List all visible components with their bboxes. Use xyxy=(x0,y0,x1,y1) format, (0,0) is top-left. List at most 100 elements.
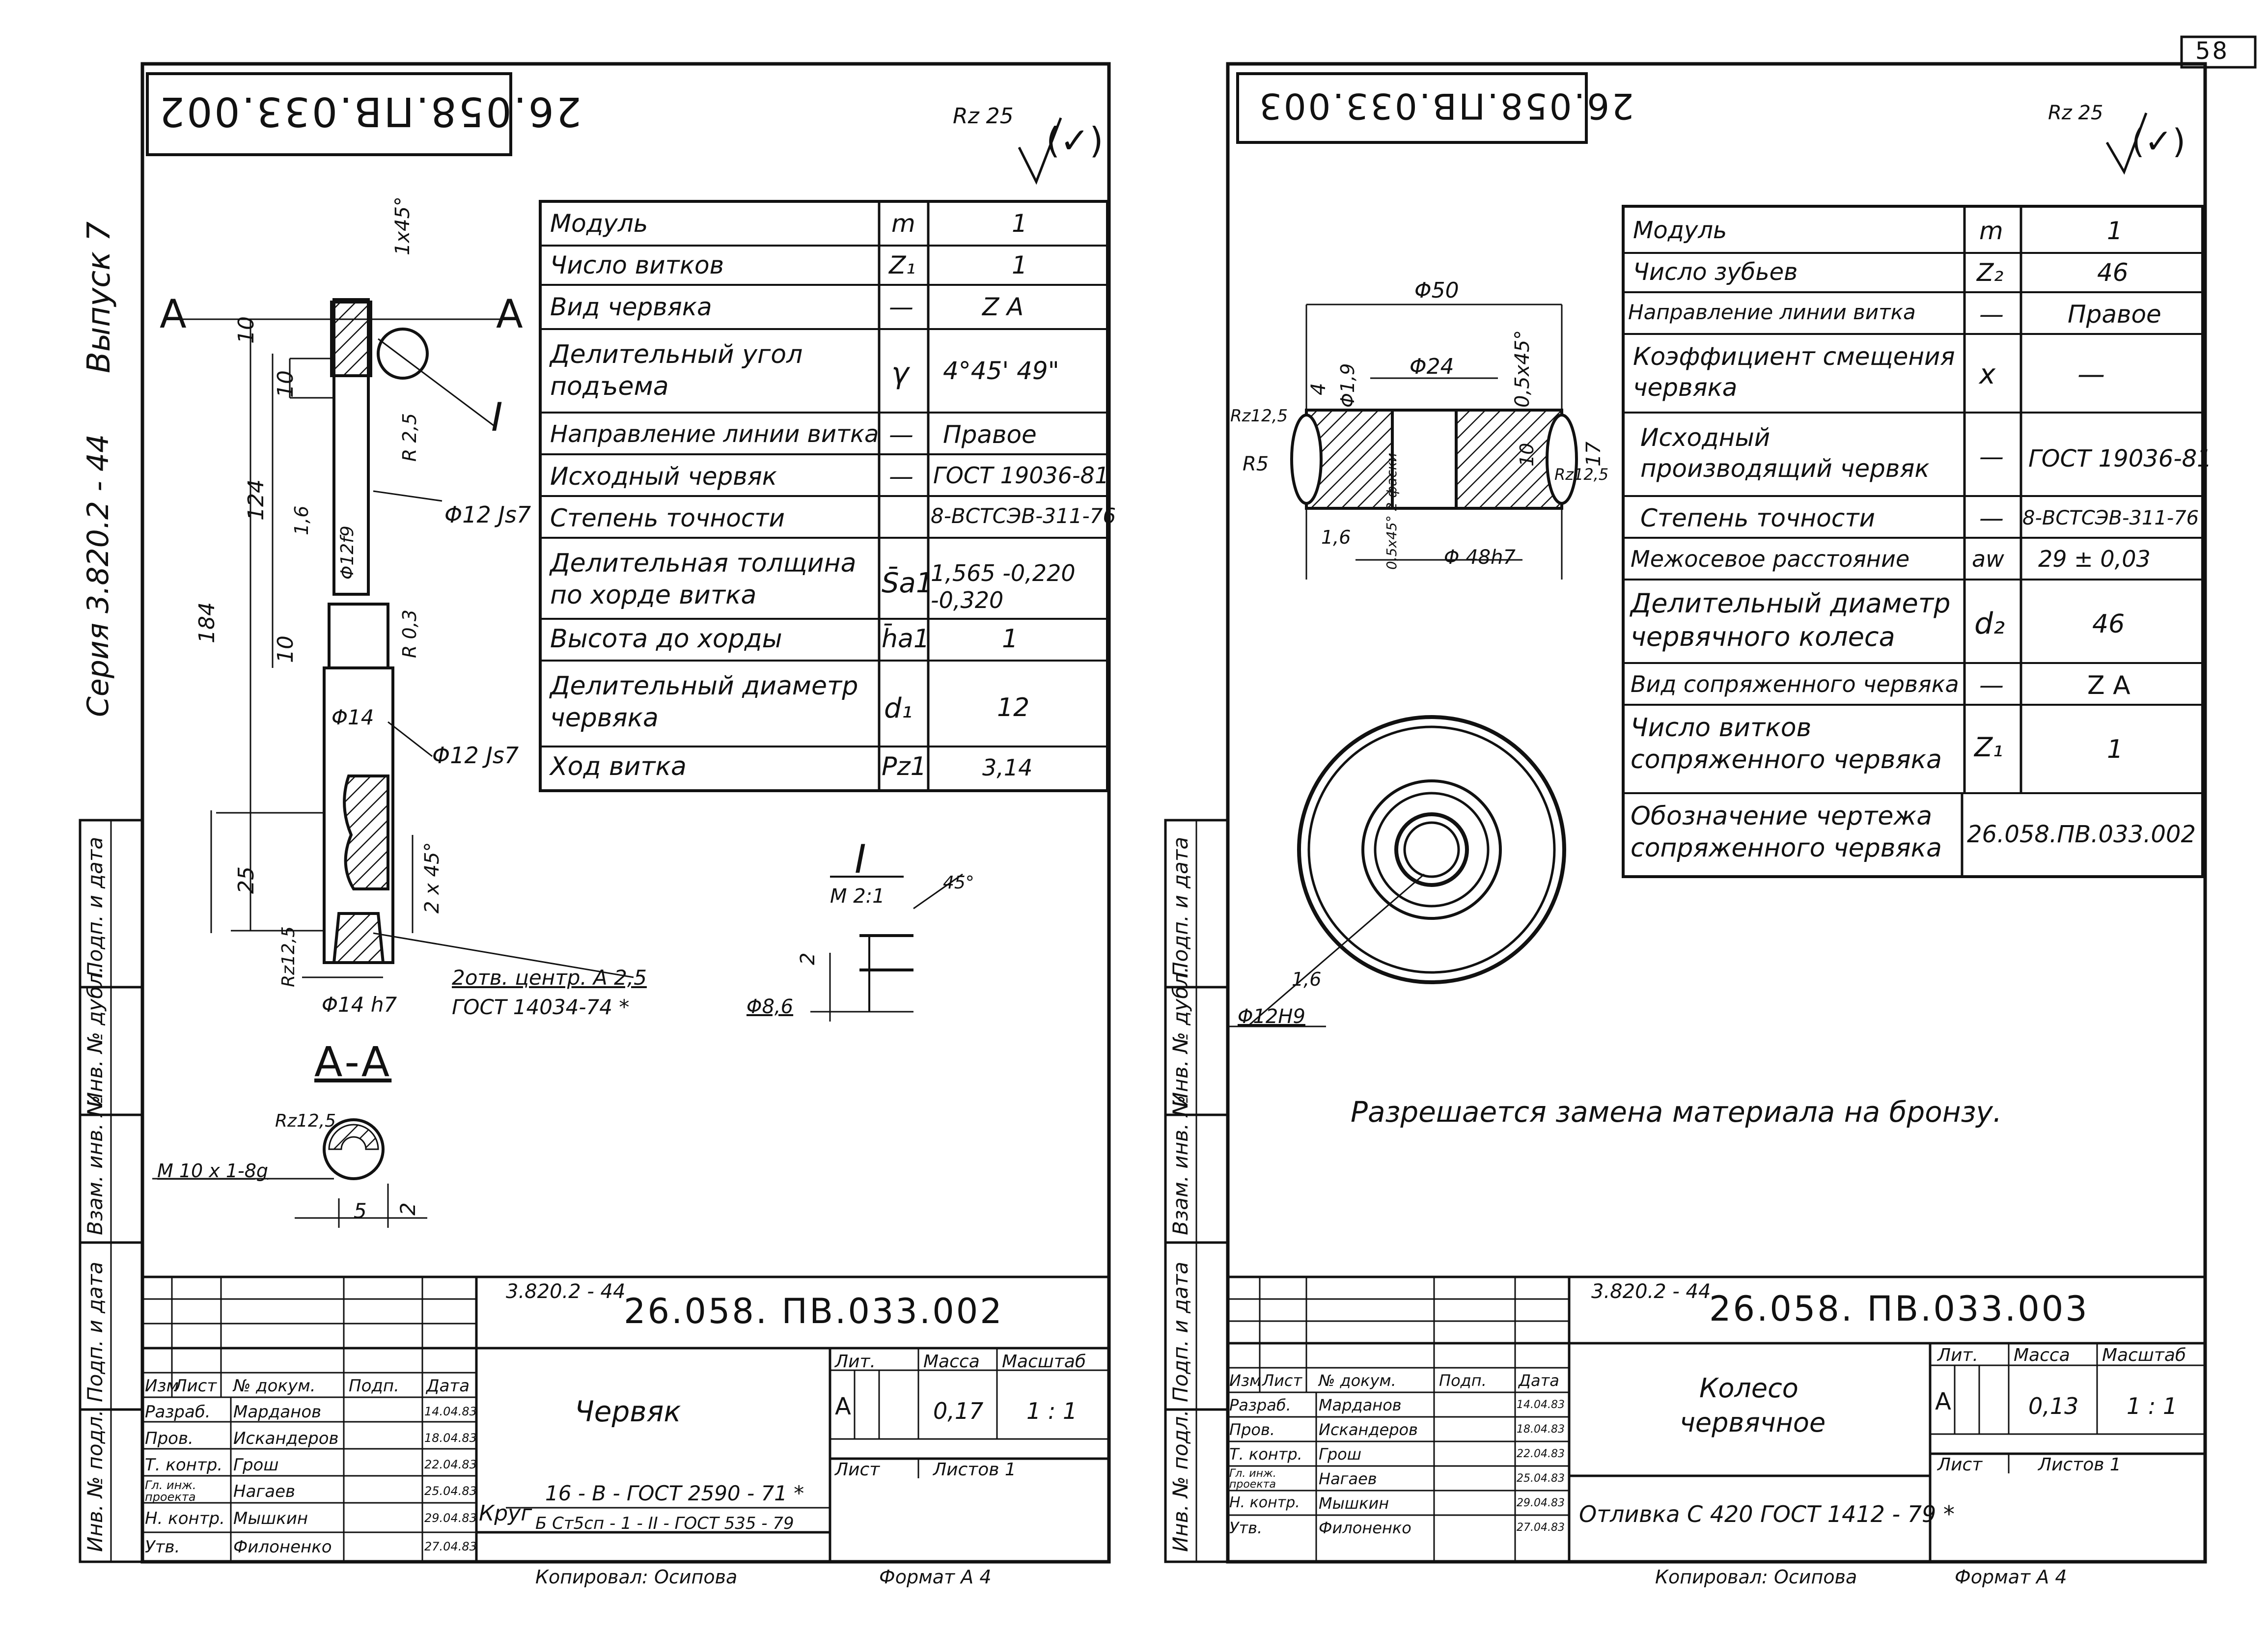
s1-stamp-r6-date: 27.04.83 xyxy=(424,1540,477,1553)
s1-dim-10c: 10 xyxy=(273,636,298,663)
s2-stamp-mass: 0,13 xyxy=(2028,1393,2079,1419)
s2-stamp-r6-date: 27.04.83 xyxy=(1517,1521,1565,1534)
sheet1-roughness-sign: (✓) xyxy=(1046,120,1104,161)
issue-label: Выпуск 7 xyxy=(81,221,117,373)
s2-row5-val: ГОСТ 19036-81 xyxy=(2028,445,2212,472)
s1-stamp-r5-role: Н. контр. xyxy=(145,1509,225,1528)
s2-stamp-r5-role: Н. контр. xyxy=(1229,1494,1300,1511)
series-label: Серия 3.820.2 - 44 xyxy=(81,434,115,717)
s2-row7-label: Межосевое расстояние xyxy=(1631,546,1910,572)
s1-row7-label: Степень точности xyxy=(550,504,785,532)
s1-stamp-sheet-label: Лист xyxy=(835,1460,880,1480)
s1-dim-r25: R 2,5 xyxy=(399,413,420,462)
s1-stamp-r2-role: Пров. xyxy=(145,1429,194,1448)
s1-section-mark-right: A xyxy=(496,291,525,337)
s2-dim-d12h9: Φ12H9 xyxy=(1238,1005,1305,1028)
s2-dim-d19: Φ1,9 xyxy=(1337,363,1358,408)
s1-stamp-mass-label: Масса xyxy=(923,1352,980,1372)
s2-dim-r5: R5 xyxy=(1243,453,1269,475)
s2-stamp-r4-date: 25.04.83 xyxy=(1517,1472,1565,1485)
s1-row8-sym: S̄a1 xyxy=(882,567,934,599)
s1-dim-184: 184 xyxy=(194,602,220,643)
sidebar1-field-3: Взам. инв. № xyxy=(83,1095,107,1235)
s2-stamp-r2-role: Пров. xyxy=(1229,1420,1275,1439)
s1-section-title: А-А xyxy=(314,1038,392,1086)
sidebar1-field-2: Инв. № дубл. xyxy=(83,966,107,1107)
sidebar1-field-5: Инв. № подл. xyxy=(83,1410,107,1552)
s2-row8-label: Делительный диаметр червячного колеса xyxy=(1631,588,1951,652)
s2-row9-val: Z A xyxy=(2087,671,2130,700)
s1-row8-val: 1,565 -0,220 -0,320 xyxy=(931,560,1076,614)
s1-detail-dim2: 2 xyxy=(797,952,819,965)
s1-stamp-h-date: Дата xyxy=(426,1376,470,1396)
sidebar2-field-2: Инв. № дубл. xyxy=(1168,966,1192,1107)
s1-row5-val: Правое xyxy=(943,420,1037,449)
s2-stamp-h-list: Лист xyxy=(1262,1371,1302,1390)
s2-stamp-title1: Колесо xyxy=(1699,1373,1798,1404)
s2-stamp-r2-date: 18.04.83 xyxy=(1517,1423,1565,1436)
s1-row9-label: Высота до хорды xyxy=(550,624,782,654)
s1-row1-label: Модуль xyxy=(550,209,648,238)
s2-stamp-r6-role: Утв. xyxy=(1229,1519,1263,1537)
s1-row11-label: Ход витка xyxy=(550,752,687,781)
s1-rough-16: 1,6 xyxy=(291,505,312,535)
s1-rz125b: Rz12,5 xyxy=(275,1111,336,1131)
stamp-1 xyxy=(141,1275,1110,1563)
s1-row2-sym: Z₁ xyxy=(889,251,916,279)
s2-row6-val: 8-BCTCЭВ-311-76 xyxy=(2022,507,2199,529)
s1-dim-d12f9: Φ12f9 xyxy=(337,526,358,580)
s1-row3-val: Z A xyxy=(982,293,1024,321)
s2-stamp-sheet-label: Лист xyxy=(1937,1455,1983,1475)
s2-row4-label: Коэффициент смещения червяка xyxy=(1633,342,1955,402)
s1-row10-sym: d₁ xyxy=(884,692,913,724)
s1-centers-1: 2отв. центр. А 2,5 xyxy=(452,966,647,990)
s1-stamp-h-sign: Подп. xyxy=(349,1376,399,1396)
s1-row1-val: 1 xyxy=(1012,209,1027,238)
s1-dim-10b: 10 xyxy=(273,370,298,398)
s2-stamp-r5-name: Мышкин xyxy=(1319,1494,1389,1513)
s2-row10-sym: Z₁ xyxy=(1974,732,2003,763)
s2-row2-val: 46 xyxy=(2097,258,2129,287)
s2-stamp-sheets-label: Листов 1 xyxy=(2038,1455,2121,1475)
s1-dim-chamfer: 1x45° xyxy=(391,196,414,255)
s1-stamp-r5-name: Мышкин xyxy=(233,1509,308,1528)
s2-row1-sym: m xyxy=(1979,217,2003,245)
sheet2-code-flipped: 26.058.ПВ.033.003 xyxy=(1257,85,1634,127)
s2-stamp-lit: А xyxy=(1935,1388,1951,1415)
s1-row4-sym: γ xyxy=(891,356,909,390)
s2-note: Разрешается замена материала на бронзу. xyxy=(1351,1095,2002,1129)
s1-row3-label: Вид червяка xyxy=(550,293,712,321)
s2-stamp-r5-date: 29.04.83 xyxy=(1517,1497,1565,1509)
s1-stamp-r3-name: Грош xyxy=(233,1455,279,1475)
s1-dim-124: 124 xyxy=(244,479,269,521)
s2-dim-chamfer: 0,5x45° xyxy=(1511,330,1534,408)
s2-dim-4: 4 xyxy=(1307,383,1330,395)
s1-dim-d12js7a: Φ12 Js7 xyxy=(444,501,531,528)
s1-stamp-r4-date: 25.04.83 xyxy=(424,1484,477,1498)
s1-dim-d14: Φ14 xyxy=(332,705,374,729)
s1-row10-label: Делительный диаметр червяка xyxy=(550,671,858,733)
s1-centers-2: ГОСТ 14034-74 * xyxy=(452,995,630,1019)
s2-row4-sym: x xyxy=(1979,359,1996,390)
s1-row5-label: Направление линии витка xyxy=(550,420,879,448)
s2-dim-rz125b: Rz12,5 xyxy=(1554,465,1609,484)
s1-row10-val: 12 xyxy=(997,693,1030,722)
s1-stamp-r1-role: Разраб. xyxy=(145,1402,211,1422)
s1-stamp-h-doc: № докум. xyxy=(233,1376,316,1396)
s2-stamp-h-sign: Подп. xyxy=(1439,1371,1487,1390)
s2-dim-chamfer2: 0,5x45° 2 фаски xyxy=(1383,453,1400,570)
s2-row8-sym: d₂ xyxy=(1974,607,2005,641)
s2-stamp-format: Формат А 4 xyxy=(1955,1566,2067,1588)
s1-stamp-title: Червяк xyxy=(575,1395,681,1428)
s2-row6-sym: — xyxy=(1979,504,2004,532)
s1-row5-sym: — xyxy=(889,420,913,449)
s2-row3-val: Правое xyxy=(2068,300,2161,329)
s2-row7-val: 29 ± 0,03 xyxy=(2038,546,2151,572)
s2-stamp-copied: Копировал: Осипова xyxy=(1655,1566,1857,1588)
s1-dim-10a: 10 xyxy=(234,316,259,344)
wheel-outer-ring xyxy=(1297,715,1566,984)
s1-stamp-format: Формат А 4 xyxy=(879,1566,992,1588)
s1-row8-label: Делительная толщина по хорде витка xyxy=(550,549,857,610)
sidebar2-field-1: Подп. и дата xyxy=(1168,836,1192,977)
s2-dim-d50: Φ50 xyxy=(1414,278,1459,303)
